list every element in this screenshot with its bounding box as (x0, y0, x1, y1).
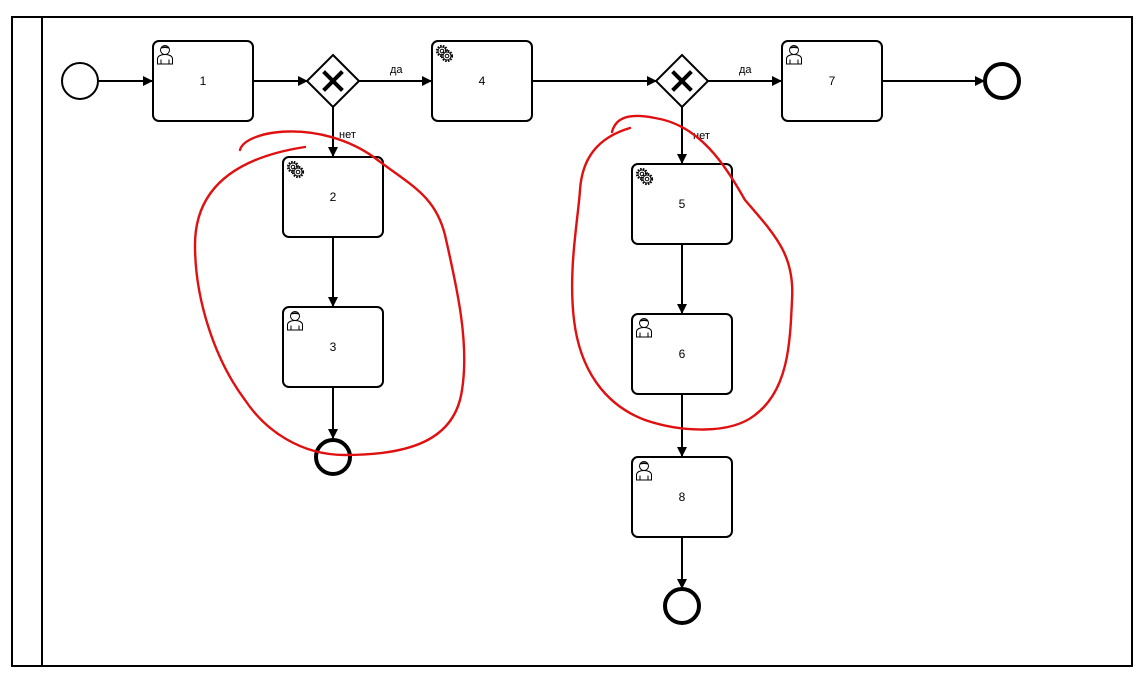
task-7[interactable]: 7 (781, 40, 883, 122)
task-5[interactable]: 5 (631, 163, 733, 245)
task-3[interactable]: 3 (282, 306, 384, 388)
task-label: 6 (679, 347, 686, 361)
end-event-branch-1[interactable] (314, 438, 352, 476)
start-event[interactable] (61, 62, 99, 100)
exclusive-gateway-2[interactable] (654, 53, 710, 109)
task-label: 2 (330, 190, 337, 204)
task-label: 1 (200, 74, 207, 88)
task-label: 4 (479, 74, 486, 88)
end-event-main[interactable] (983, 62, 1021, 100)
pool-frame (11, 16, 1133, 667)
red-annotation-loop-left (193, 130, 466, 457)
task-2[interactable]: 2 (282, 156, 384, 238)
task-1[interactable]: 1 (152, 40, 254, 122)
task-8[interactable]: 8 (631, 456, 733, 538)
task-label: 8 (679, 490, 686, 504)
gateway-2-yes-label: да (739, 64, 752, 76)
red-annotation-loop-right (570, 114, 794, 431)
exclusive-gateway-1[interactable] (305, 53, 361, 109)
sequence-flows (99, 76, 985, 589)
task-4[interactable]: 4 (431, 40, 533, 122)
task-label: 3 (330, 340, 337, 354)
task-label: 5 (679, 197, 686, 211)
task-label: 7 (829, 74, 836, 88)
gateway-2-no-label: нет (693, 130, 710, 142)
gateway-1-no-label: нет (339, 129, 356, 141)
end-event-branch-2[interactable] (663, 587, 701, 625)
gateway-1-yes-label: да (390, 64, 403, 76)
task-6[interactable]: 6 (631, 313, 733, 395)
